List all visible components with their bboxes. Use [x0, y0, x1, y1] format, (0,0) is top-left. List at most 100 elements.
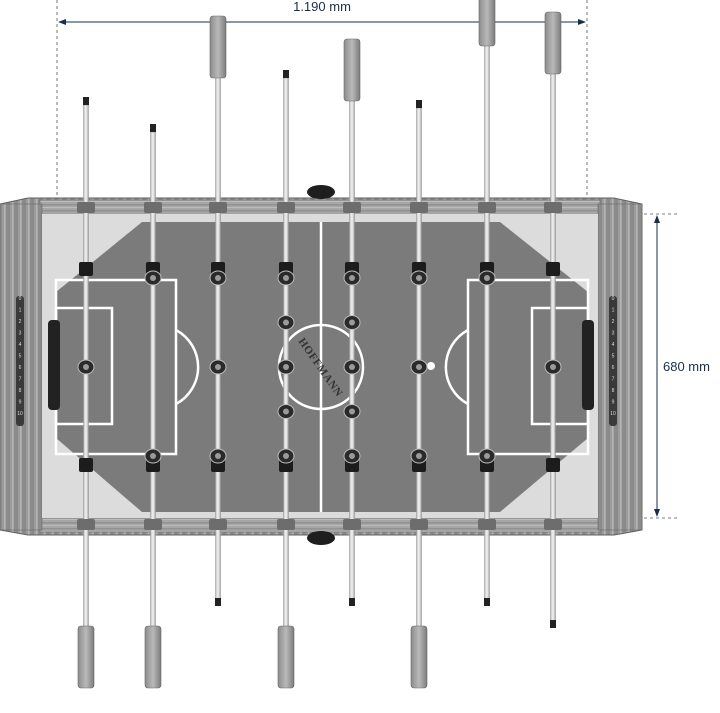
width-arrowhead-left — [58, 19, 66, 25]
rod-2[interactable] — [144, 124, 162, 689]
player-head — [215, 275, 221, 281]
rod-bearing-bottom — [544, 519, 562, 530]
rod-end-cap — [215, 598, 221, 606]
rod-bearing-bottom — [410, 519, 428, 530]
rod-bearing-top — [77, 202, 95, 213]
player-head — [349, 364, 355, 370]
score-counter-right-bar — [609, 296, 617, 426]
penalty-arc-left — [175, 328, 200, 406]
rod-handle[interactable] — [343, 38, 361, 102]
score-number: 5 — [612, 354, 615, 360]
rod-handle[interactable] — [77, 625, 95, 689]
player-head — [484, 453, 490, 459]
score-number: 8 — [612, 388, 615, 394]
rod-bearing-top — [478, 202, 496, 213]
rod-3[interactable] — [209, 15, 227, 606]
player-head — [416, 453, 422, 459]
rod-shaft — [550, 71, 556, 623]
playing-field: HOFFMANN — [42, 214, 598, 518]
rod-bearing-top — [343, 202, 361, 213]
player-head — [484, 275, 490, 281]
rod-handle[interactable] — [144, 625, 162, 689]
score-number: 8 — [19, 388, 22, 394]
rod-bearing-bottom — [277, 519, 295, 530]
penalty-spot-right — [427, 362, 435, 370]
goal-right — [582, 320, 594, 410]
rod-bumper — [546, 458, 560, 472]
rod-handle[interactable] — [209, 15, 227, 79]
player-head — [349, 319, 355, 326]
rod-handle[interactable] — [544, 11, 562, 75]
rod-handle[interactable] — [410, 625, 428, 689]
rod-shaft — [416, 107, 422, 651]
player-head — [150, 453, 156, 459]
height-label: 680 mm — [663, 359, 710, 374]
player-head — [283, 275, 289, 281]
player-head — [349, 275, 355, 281]
player-head — [283, 319, 289, 326]
score-number: 1 — [19, 308, 22, 314]
rod-5[interactable] — [343, 38, 361, 606]
rod-bearing-bottom — [343, 519, 361, 530]
rod-end-cap — [484, 598, 490, 606]
rod-bearing-bottom — [478, 519, 496, 530]
rod-end-cap — [83, 97, 89, 105]
player-head — [215, 364, 221, 370]
rod-bearing-top — [410, 202, 428, 213]
side-rail-top — [39, 199, 601, 215]
rod-4[interactable] — [277, 70, 295, 689]
rod-shaft — [83, 104, 89, 651]
rod-bearing-bottom — [144, 519, 162, 530]
score-number: 0 — [612, 296, 615, 302]
penalty-arc-right — [444, 328, 469, 406]
score-number: 2 — [612, 319, 615, 325]
width-label: 1.190 mm — [293, 0, 351, 14]
player-head — [416, 275, 422, 281]
rod-handle[interactable] — [478, 0, 496, 47]
rod-8[interactable] — [544, 11, 562, 628]
rod-end-cap — [150, 124, 156, 132]
rod-bumper — [79, 458, 93, 472]
height-arrowhead-top — [654, 215, 660, 223]
rod-bearing-bottom — [209, 519, 227, 530]
rod-1[interactable] — [77, 97, 95, 689]
player-head — [550, 364, 556, 370]
player-head — [416, 364, 422, 370]
score-number: 0 — [19, 296, 22, 302]
rod-end-cap — [550, 620, 556, 628]
rod-bearing-top — [277, 202, 295, 213]
player-head — [349, 408, 355, 415]
rod-bumper — [546, 262, 560, 276]
player-head — [349, 453, 355, 459]
score-number: 10 — [17, 411, 23, 417]
player-head — [283, 408, 289, 415]
score-number: 3 — [612, 331, 615, 337]
rod-end-cap — [349, 598, 355, 606]
score-number: 9 — [612, 400, 615, 406]
rod-6[interactable] — [410, 100, 428, 689]
rod-handle[interactable] — [277, 625, 295, 689]
player-head — [150, 275, 156, 281]
rod-bearing-top — [544, 202, 562, 213]
width-arrowhead-right — [578, 19, 586, 25]
rod-end-cap — [416, 100, 422, 108]
end-panel-right — [597, 203, 643, 531]
rod-bumper — [79, 262, 93, 276]
score-number: 2 — [19, 319, 22, 325]
player-head — [283, 453, 289, 459]
score-number: 10 — [610, 411, 616, 417]
goal-left — [48, 320, 60, 410]
rod-7[interactable] — [478, 0, 496, 606]
player-head — [215, 453, 221, 459]
score-number: 7 — [612, 377, 615, 383]
rods-group — [77, 0, 562, 689]
rod-bearing-top — [209, 202, 227, 213]
rod-bearing-bottom — [77, 519, 95, 530]
rod-end-cap — [283, 70, 289, 78]
score-number: 7 — [19, 377, 22, 383]
player-head — [283, 364, 289, 370]
score-number: 1 — [612, 308, 615, 314]
